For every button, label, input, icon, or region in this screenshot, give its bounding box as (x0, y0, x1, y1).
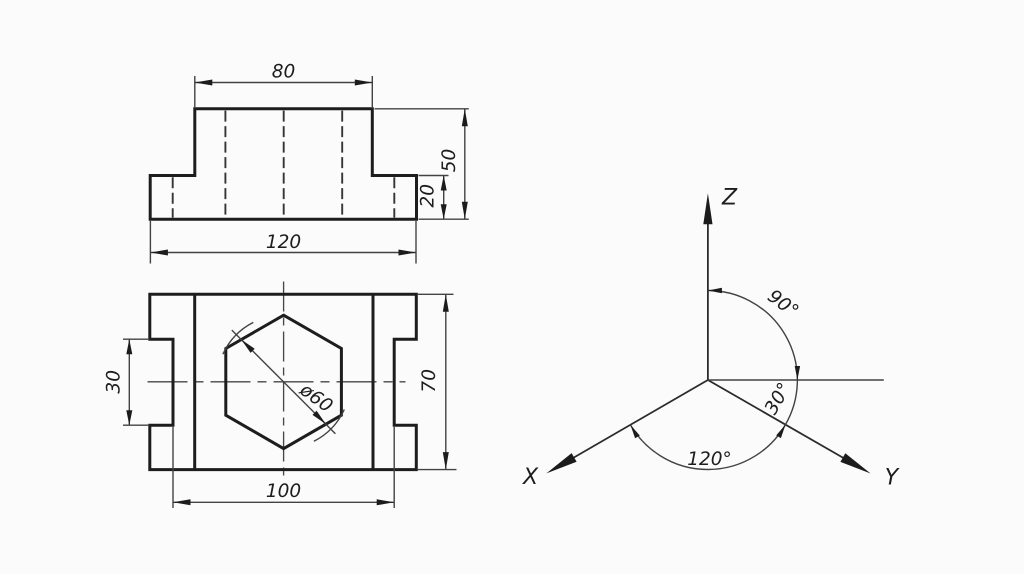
arc-arrowhead-at-z (707, 287, 722, 294)
arrowhead (442, 452, 449, 470)
arrowhead (354, 79, 373, 86)
top-view-outline (148, 292, 418, 472)
dimension-120: 120 (149, 220, 417, 264)
arrowhead (150, 249, 168, 256)
dimension-80: 80 (194, 62, 373, 109)
dimension-20: 20 (418, 174, 449, 220)
arrowhead (173, 499, 191, 506)
arc-arrowhead-at-horizontal (794, 366, 801, 380)
dimension-label-70: 70 (419, 369, 440, 393)
front-view-outline (148, 107, 418, 221)
y-axis-arrowhead (840, 453, 871, 474)
dimension-50: 50 (374, 108, 469, 220)
dimension-label-80: 80 (272, 62, 296, 83)
arc-arrowhead-at-y (776, 424, 786, 439)
arrowhead (376, 499, 395, 506)
dimension-70: 70 (418, 293, 457, 471)
top-view: ø60 30 70 100 (104, 281, 457, 508)
arrowhead (312, 410, 326, 425)
z-axis-label: Z (721, 186, 738, 211)
x-axis-label: X (522, 465, 539, 490)
angle-label-90: 90° (763, 286, 802, 323)
angle-label-30: 30° (761, 379, 796, 418)
arrowhead (241, 339, 255, 353)
z-axis-arrowhead (703, 193, 713, 225)
arrowhead (461, 201, 468, 220)
dimension-label-100: 100 (266, 481, 301, 502)
circumscribed-arc-upper-left (222, 321, 254, 355)
dimension-label-30: 30 (104, 370, 125, 394)
axonometric-axes: 90° 30° 120° Z X Y (522, 186, 900, 491)
dimension-label-hex-diameter: ø60 (295, 379, 336, 417)
arrowhead (442, 294, 449, 312)
y-axis-label: Y (885, 466, 900, 491)
arrowhead (461, 108, 468, 127)
angle-label-120: 120° (687, 449, 732, 470)
arc-arrowhead-at-x (630, 424, 640, 439)
arrowhead (398, 249, 416, 256)
x-axis-arrowhead (546, 453, 577, 474)
arrowhead (440, 204, 447, 220)
circumscribed-arc-lower-right (313, 409, 345, 442)
dimension-label-20: 20 (418, 184, 439, 208)
dimension-label-120: 120 (266, 232, 301, 253)
arrowhead (126, 339, 133, 355)
arrowhead (126, 410, 133, 426)
y-axis (707, 379, 846, 460)
arrowhead (194, 79, 213, 86)
front-view: 80 50 20 120 (148, 62, 469, 264)
dimension-100: 100 (172, 427, 395, 508)
dimension-label-50: 50 (439, 149, 460, 173)
dimension-30: 30 (104, 338, 150, 426)
arrowhead (440, 175, 447, 191)
x-axis (571, 379, 709, 460)
